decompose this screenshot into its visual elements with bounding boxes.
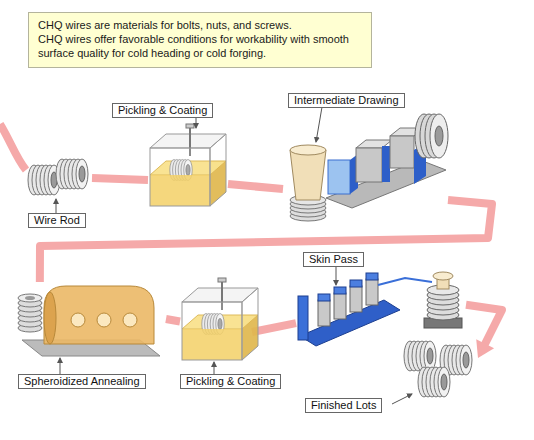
note-text: CHQ wires are materials for bolts, nuts,…: [38, 18, 362, 32]
furnace-window: [71, 313, 85, 327]
stage-label: Pickling & Coating: [180, 374, 281, 389]
finished-lots-illustration: [404, 341, 472, 397]
leader-line: [56, 199, 57, 213]
roller-stand: [334, 293, 346, 319]
roller-stand: [350, 286, 362, 312]
process-stage: Finished Lots: [398, 340, 478, 400]
coil: [418, 367, 450, 397]
wire-rod-illustration: [28, 159, 88, 195]
roller-cap: [366, 273, 378, 280]
leader-line: [214, 362, 215, 374]
wire-line: [378, 278, 432, 285]
process-stage: Intermediate Drawing: [283, 112, 448, 222]
coil: [404, 341, 436, 371]
pickling-tank: [182, 278, 258, 360]
drawing-machine: [290, 114, 448, 221]
bobbin-top: [290, 145, 326, 155]
drawing-unit: [390, 136, 414, 168]
roller-stand: [366, 279, 378, 305]
pickling-tank: [150, 124, 226, 206]
leader-line: [336, 266, 337, 285]
stage-label: Intermediate Drawing: [288, 93, 405, 108]
roller-stand: [318, 300, 330, 326]
flow-ribbon-start: [0, 124, 26, 170]
spool-top: [433, 272, 453, 280]
process-stage: Pickling & Coating: [180, 290, 252, 360]
furnace-window: [97, 313, 111, 327]
roller-cap: [334, 287, 346, 294]
ribbon-line: [40, 200, 492, 282]
roller-cap: [350, 280, 362, 287]
stage-label: Spheroidized Annealing: [18, 374, 146, 389]
flow-ribbon: [466, 305, 502, 358]
furnace-window: [123, 313, 137, 327]
arrow-head: [476, 339, 494, 358]
leader-line: [316, 107, 322, 142]
furnace-hood: [44, 286, 154, 344]
ribbon-line: [166, 319, 180, 322]
stage-label: Finished Lots: [305, 398, 382, 413]
bobbin: [290, 150, 326, 200]
process-stage: Skin Pass: [296, 268, 466, 360]
note-text: CHQ wires offer favorable conditions for…: [38, 32, 362, 60]
skin-pass-machine: [298, 272, 462, 346]
flow-ribbon: [40, 200, 492, 282]
flow-ribbon: [252, 323, 296, 332]
flow-ribbon: [228, 184, 283, 189]
ribbon-line: [252, 323, 296, 332]
stage-label: Skin Pass: [303, 252, 364, 267]
leader-lines: [56, 107, 412, 404]
stage-label: Wire Rod: [28, 213, 86, 228]
ribbon-line: [92, 178, 148, 180]
blue-plate: [298, 296, 308, 340]
drum-end: [430, 114, 448, 158]
process-stage: Spheroidized Annealing: [14, 282, 166, 356]
note-box: CHQ wires are materials for bolts, nuts,…: [28, 12, 372, 68]
die-box: [328, 160, 350, 194]
leader-line: [392, 394, 412, 404]
coil: [28, 165, 60, 195]
blue-panel: [382, 146, 390, 182]
annealing-furnace: [18, 286, 160, 356]
drum-hub: [435, 126, 443, 146]
process-stage: Wire Rod: [26, 158, 92, 198]
leader-line: [196, 117, 197, 128]
ribbon-line: [228, 184, 283, 189]
coil-hole: [25, 296, 35, 300]
flow-ribbon: [166, 319, 180, 322]
roller-cap: [318, 294, 330, 301]
flow-ribbon: [92, 178, 148, 180]
furnace-end: [44, 292, 56, 344]
stage-label: Pickling & Coating: [112, 103, 213, 118]
coil-ring: [18, 294, 42, 302]
drawing-unit: [356, 148, 382, 182]
process-stage: Pickling & Coating: [148, 128, 228, 208]
coil: [56, 159, 88, 189]
leader-line: [60, 358, 61, 374]
ribbon-line: [466, 305, 502, 347]
